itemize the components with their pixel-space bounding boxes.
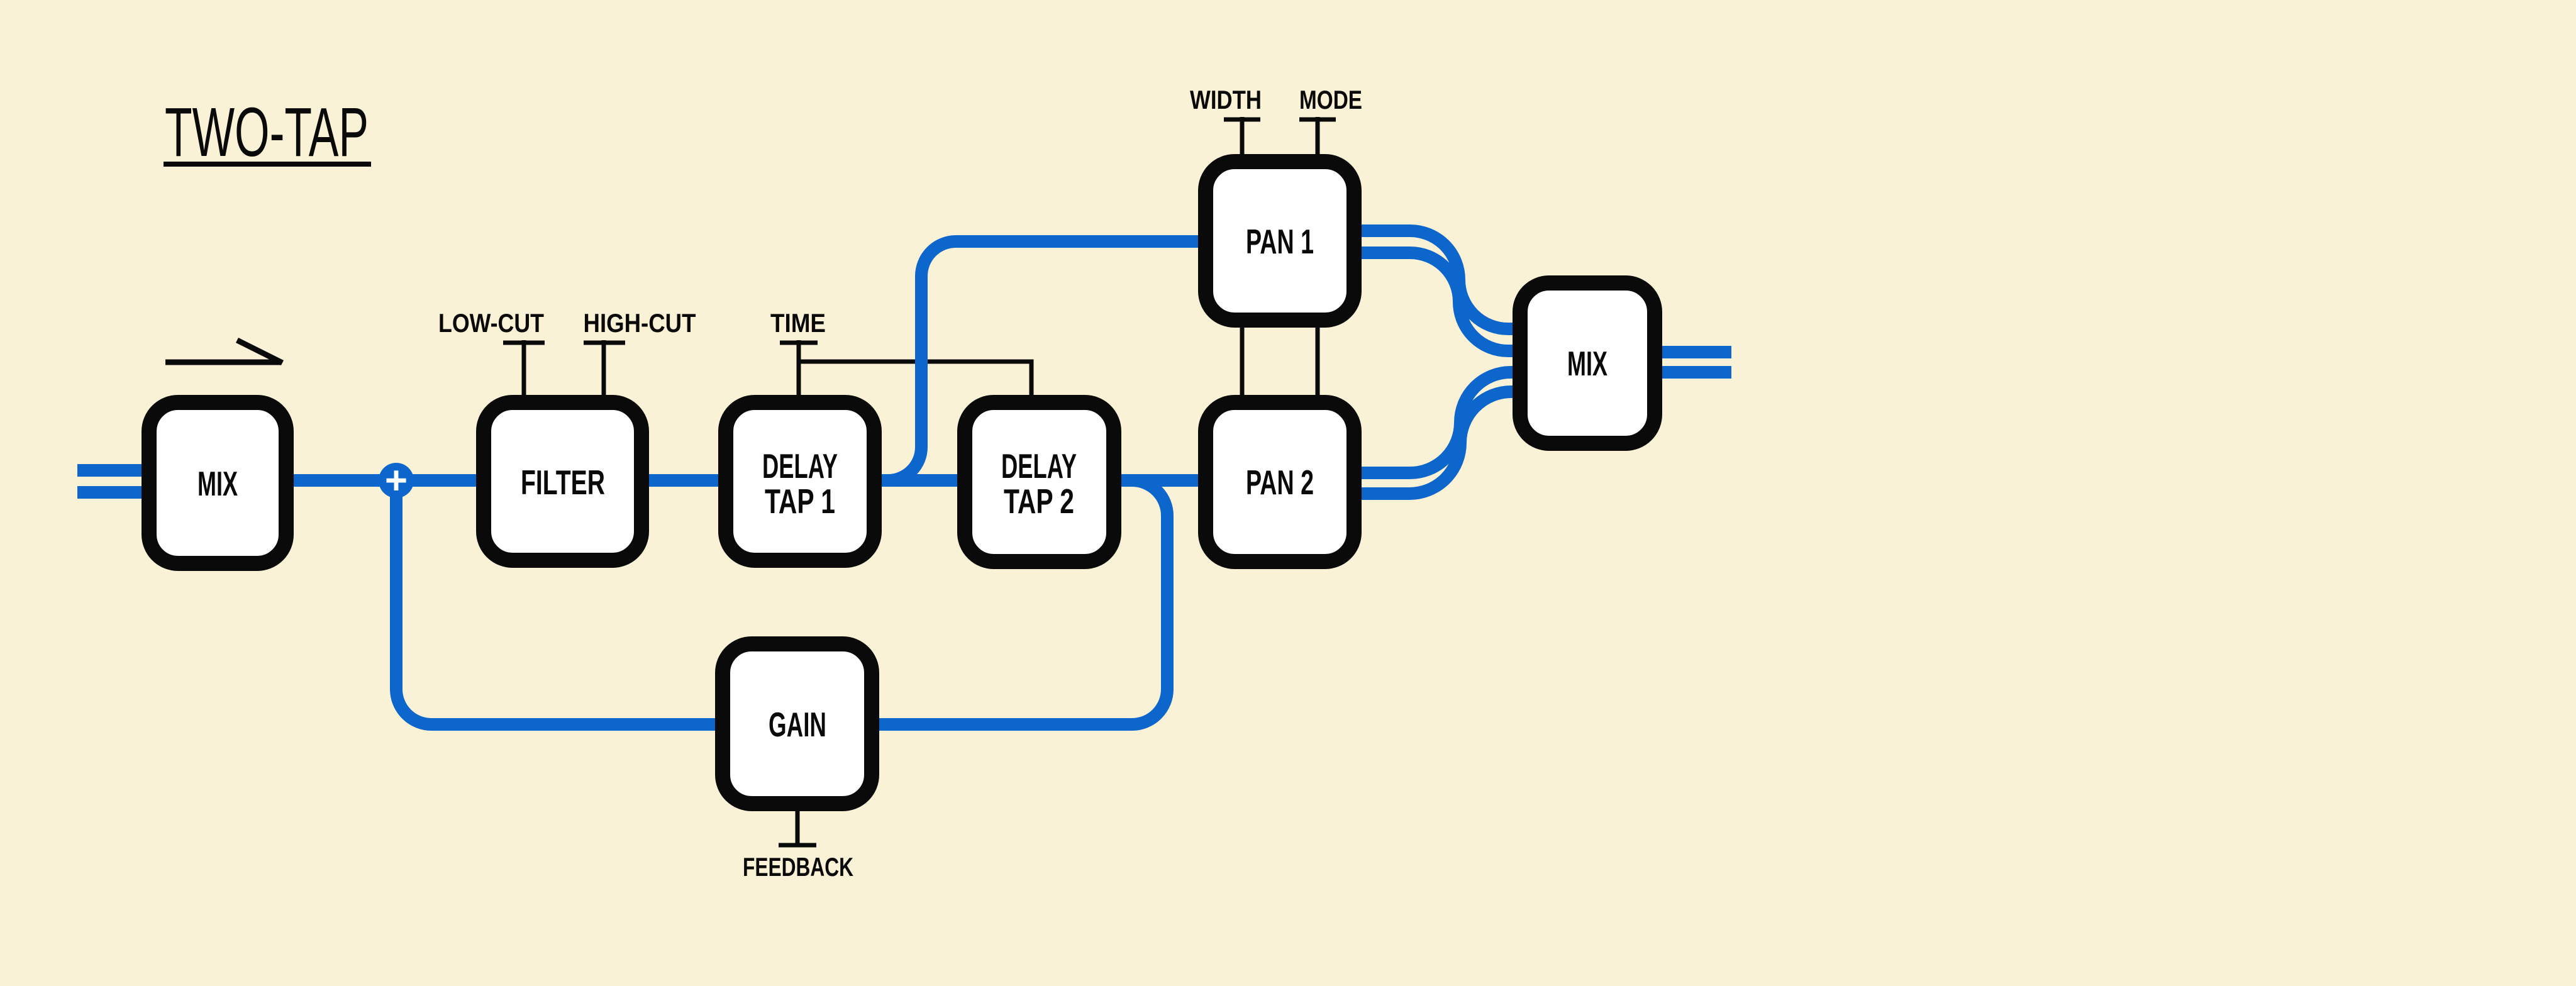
param-label-feedback: FEEDBACK: [743, 852, 853, 882]
ramp-icon: [165, 337, 284, 366]
feedback-connector-line: [779, 805, 816, 848]
plus-icon: +: [385, 459, 408, 502]
pan2-output-wire-right: [1352, 385, 1527, 500]
block-label-pan-1: PAN 1: [1246, 222, 1314, 261]
block-pan-2: [1198, 395, 1362, 569]
block-label-filter: FILTER: [521, 463, 605, 502]
param-label-low-cut: LOW-CUT: [438, 308, 544, 338]
stereo-input-wires: [77, 464, 154, 499]
title-underline: [164, 162, 371, 167]
block-mix-input: [142, 395, 294, 571]
tap1-to-pan1-wire: [886, 235, 1206, 487]
sum-node: [379, 463, 414, 498]
block-label-pan-2: PAN 2: [1246, 463, 1314, 502]
block-label-mix-output: MIX: [1567, 344, 1607, 383]
block-label-gain: GAIN: [769, 705, 826, 744]
param-label-high-cut: HIGH-CUT: [584, 308, 696, 338]
block-label-delay-tap-2-line2: TAP 2: [1004, 482, 1074, 521]
block-label-delay-tap-1-line2: TAP 1: [765, 482, 835, 521]
block-label-delay-tap-2-line1: DELAY: [1001, 446, 1077, 485]
param-label-width: WIDTH: [1190, 85, 1262, 114]
block-label-delay-tap-1-line1: DELAY: [762, 446, 838, 485]
block-pan-1: [1198, 154, 1362, 328]
param-label-mode: MODE: [1299, 85, 1362, 114]
stereo-output-wires: [1655, 346, 1731, 379]
param-label-time: TIME: [770, 308, 826, 338]
block-mix-output: [1513, 275, 1662, 451]
block-label-mix-input: MIX: [197, 464, 238, 503]
pan1-output-wire-right: [1352, 246, 1527, 357]
block-delay-tap-1: [718, 395, 882, 568]
block-filter: [476, 395, 649, 568]
block-gain: [715, 636, 879, 811]
block-delay-tap-2: [957, 395, 1121, 569]
feedback-loop-wire: [390, 474, 1174, 731]
page-title: TWO-TAP: [165, 94, 369, 171]
